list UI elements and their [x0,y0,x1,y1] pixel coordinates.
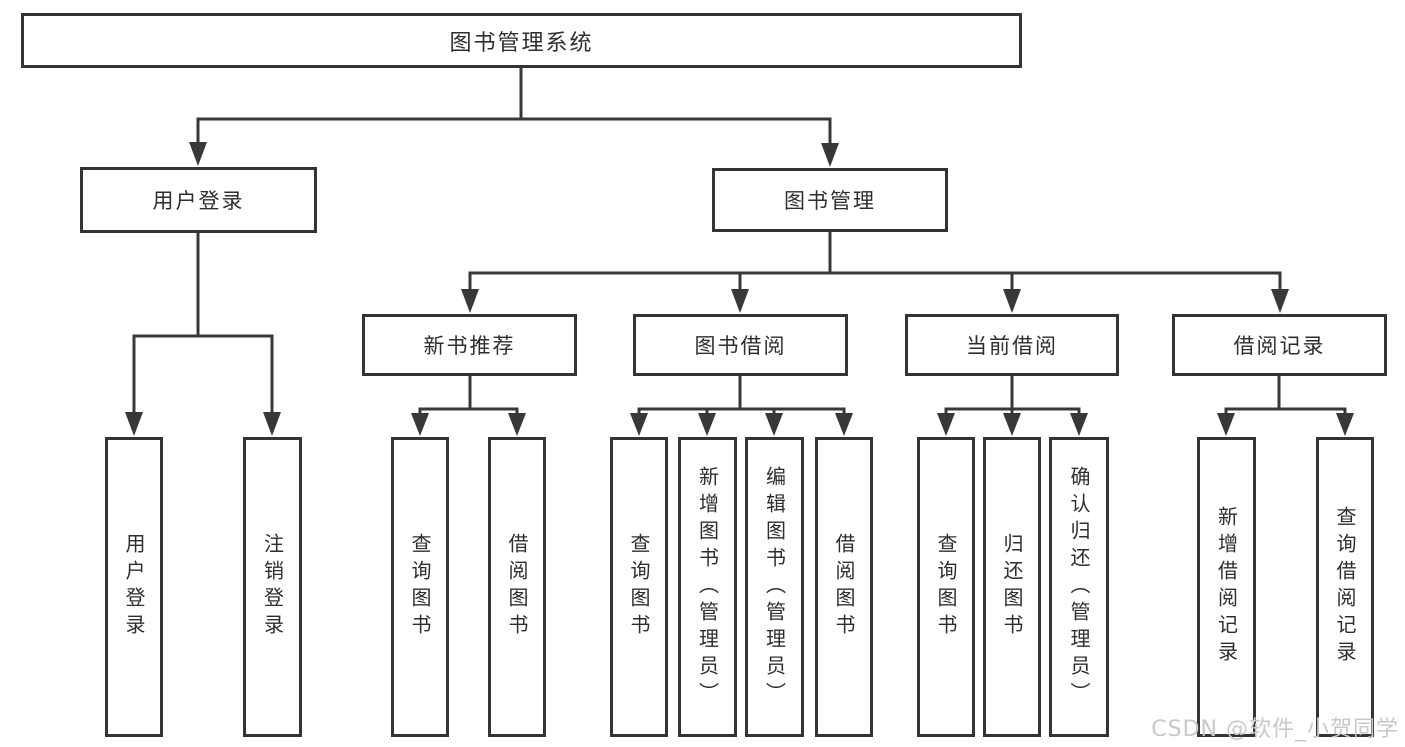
leaf-query-books-1: 查询图书 [391,437,449,737]
arrow-down-icon [189,142,207,166]
node-label: 借阅记录 [1233,334,1326,358]
node-label: 当前借阅 [966,334,1058,358]
arrow-down-icon [1003,289,1021,313]
leaf-label: 编辑图书（管理员） [762,465,787,709]
leaf-borrow-books-2: 借阅图书 [815,437,873,737]
leaf-user-login: 用户登录 [105,437,163,737]
node-label: 图书管理 [784,189,876,213]
node-user-login: 用户登录 [80,167,317,233]
leaf-confirm-return-admin: 确认归还（管理员） [1049,437,1109,737]
arrow-down-icon [263,412,281,436]
node-label: 图书管理系统 [449,30,594,56]
leaf-borrow-books-1: 借阅图书 [488,437,546,737]
node-book-management: 图书管理 [712,168,948,232]
leaf-label: 查询图书 [408,533,432,641]
leaf-label: 用户登录 [122,533,146,641]
edge-book-borrow-branch [637,376,846,417]
leaf-query-borrow-record: 查询借阅记录 [1316,437,1374,737]
leaf-label: 注销登录 [260,533,285,641]
arrow-down-icon [698,413,716,436]
arrow-down-icon [835,413,853,436]
node-new-book-recommend: 新书推荐 [362,314,577,376]
arrow-down-icon [765,413,783,436]
arrow-down-icon [1271,289,1289,313]
node-current-borrow: 当前借阅 [905,314,1119,376]
node-book-borrow: 图书借阅 [633,314,848,376]
leaf-edit-books-admin: 编辑图书（管理员） [745,437,804,737]
leaf-label: 查询图书 [627,533,651,641]
arrow-down-icon [821,143,839,167]
leaf-add-borrow-record: 新增借阅记录 [1197,437,1256,737]
edge-borrow-records-branch [1224,376,1347,417]
leaf-query-books-3: 查询图书 [917,437,975,737]
leaf-logout: 注销登录 [243,437,302,737]
node-label: 新书推荐 [423,334,516,358]
leaf-label: 查询借阅记录 [1333,506,1357,668]
leaf-label: 借阅图书 [505,533,529,641]
arrow-down-icon [508,413,526,436]
arrow-down-icon [1070,413,1088,436]
leaf-query-books-2: 查询图书 [610,437,668,737]
arrow-down-icon [125,412,143,436]
leaf-label: 归还图书 [1000,533,1024,641]
node-label: 用户登录 [152,189,245,213]
leaf-return-books: 归还图书 [983,437,1041,737]
arrow-down-icon [1336,413,1354,436]
leaf-label: 新增图书（管理员） [695,465,720,709]
arrow-down-icon [411,413,429,436]
edge-root-branch [196,68,832,145]
leaf-add-books-admin: 新增图书（管理员） [678,437,737,737]
edge-current-borrow-branch [944,376,1081,417]
leaf-label: 确认归还（管理员） [1067,465,1091,709]
leaf-label: 借阅图书 [832,533,856,641]
leaf-label: 新增借阅记录 [1214,506,1239,668]
csdn-watermark: CSDN @软件_小贺同学 [1151,717,1399,742]
node-label: 图书借阅 [694,334,787,358]
node-root-library-system: 图书管理系统 [21,13,1022,68]
connector-arrowheads [125,142,1354,436]
arrow-down-icon [1003,413,1021,436]
arrow-down-icon [731,289,749,313]
arrow-down-icon [461,289,479,313]
arrow-down-icon [630,413,648,436]
edge-new-book-branch [418,376,519,417]
leaf-label: 查询图书 [934,533,958,641]
arrow-down-icon [937,413,955,436]
arrow-down-icon [1217,413,1235,436]
edge-book-management-branch [468,232,1282,291]
connector-lines [132,68,1347,417]
edge-user-login-branch [132,233,274,414]
node-borrow-records: 借阅记录 [1172,314,1387,376]
